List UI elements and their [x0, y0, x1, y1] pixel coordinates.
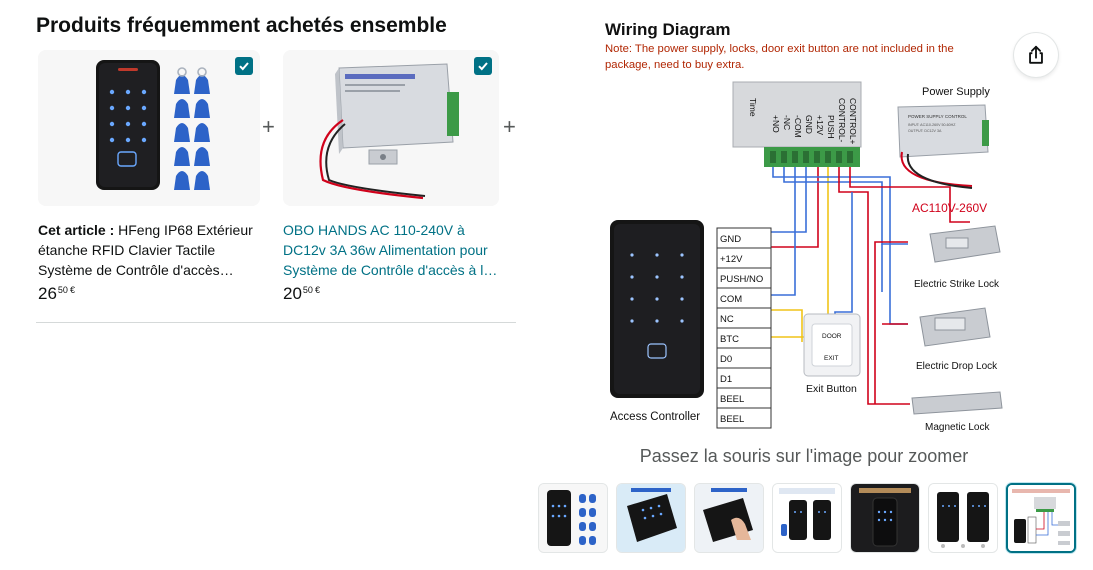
psu-box-input: INPUT: AC110-260V 50-60HZ: [908, 123, 956, 127]
terminal-nc: -NC: [782, 115, 792, 130]
electric-drop-lock-label: Electric Drop Lock: [916, 361, 998, 372]
plus-separator-1: +: [262, 114, 275, 139]
magnetic-lock-illustration: [911, 391, 1003, 415]
thumbnail-4-image: [773, 484, 841, 552]
wiring-note-line-2: package, need to buy extra.: [605, 59, 744, 71]
share-icon: [1029, 45, 1043, 64]
thumbnail-4[interactable]: [772, 483, 842, 553]
product-2-title-link[interactable]: OBO HANDS AC 110-240V à DC12v 3A 36w Ali…: [283, 222, 498, 278]
product-2-image[interactable]: [283, 50, 499, 206]
pin-d1: D1: [720, 374, 732, 385]
pin-nc: NC: [720, 314, 734, 325]
thumbnail-strip: [538, 483, 1076, 553]
power-supply-label: Power Supply: [922, 86, 990, 98]
pin-beel-2: BEEL: [720, 414, 744, 425]
exit-button-text-door: DOOR: [822, 333, 842, 340]
exit-button-label: Exit Button: [806, 383, 857, 395]
thumbnail-1[interactable]: [538, 483, 608, 553]
check-icon: [478, 62, 488, 71]
thumbnail-7-image: [1008, 485, 1074, 551]
product-1-title: Cet article : HFeng IP68 Extérieur étanc…: [38, 220, 260, 280]
pin-btc: BTC: [720, 334, 739, 345]
pin-push-no: PUSH/NO: [720, 274, 763, 285]
share-button[interactable]: [1014, 33, 1058, 77]
electric-drop-lock-illustration: [919, 307, 991, 347]
pin-gnd: GND: [720, 234, 741, 245]
product-1-title-text: HFeng IP68 Extérieur étanche RFID Clavie…: [38, 222, 253, 278]
magnetic-lock-label: Magnetic Lock: [925, 422, 990, 433]
product-2-title: OBO HANDS AC 110-240V à DC12v 3A 36w Ali…: [283, 220, 499, 280]
price-fraction: 50: [302, 285, 313, 295]
thumbnail-5[interactable]: [850, 483, 920, 553]
product-image-gallery: Wiring Diagram Note: The power supply, l…: [530, 0, 1093, 570]
pin-com: COM: [720, 294, 742, 305]
power-supply-product-illustration: [283, 50, 499, 206]
zoom-hint: Passez la souris sur l'image pour zoomer: [639, 446, 969, 466]
thumbnail-3[interactable]: [694, 483, 764, 553]
plus-separator-2: +: [503, 114, 516, 139]
access-controller-label: Access Controller: [610, 411, 700, 423]
thumbnail-7-selected[interactable]: [1006, 483, 1076, 553]
current-item-label: Cet article :: [38, 222, 119, 238]
thumbnail-2-image: [617, 484, 685, 552]
thumbnail-2[interactable]: [616, 483, 686, 553]
wiring-diagram: Wiring Diagram Note: The power supply, l…: [590, 12, 1010, 437]
product-2-checkbox[interactable]: [474, 57, 492, 75]
product-1-image[interactable]: [38, 50, 260, 206]
psu-box-title: POWER SUPPLY CONTROL: [908, 114, 967, 119]
keypad-product-illustration: [38, 50, 260, 206]
price-fraction: 50: [57, 285, 68, 295]
terminal-push: PUSH: [826, 115, 836, 139]
main-product-image[interactable]: Wiring Diagram Note: The power supply, l…: [590, 12, 1010, 437]
thumbnail-5-image: [851, 484, 919, 552]
price-currency: €: [69, 285, 75, 295]
terminal-time: Time: [748, 98, 758, 117]
price-currency: €: [314, 285, 320, 295]
check-icon: [239, 62, 249, 71]
price-whole: 26: [38, 284, 57, 303]
psu-box-output: OUTPUT: DC12V 3A: [908, 129, 942, 133]
terminal-12v: +12V: [815, 115, 825, 135]
fbt-product-2: OBO HANDS AC 110-240V à DC12v 3A 36w Ali…: [283, 50, 499, 304]
exit-button-text-exit: EXIT: [824, 355, 838, 362]
section-divider: [36, 322, 516, 323]
pin-d0: D0: [720, 354, 732, 365]
terminal-com: -COM: [793, 115, 803, 138]
terminal-no: +NO: [771, 115, 781, 133]
wiring-note-line-1: Note: The power supply, locks, door exit…: [605, 43, 954, 55]
electric-strike-lock-illustration: [929, 225, 1001, 263]
pin-beel-1: BEEL: [720, 394, 744, 405]
product-2-price: 20 50 €: [283, 284, 499, 304]
fbt-product-1: Cet article : HFeng IP68 Extérieur étanc…: [38, 50, 260, 304]
thumbnail-6-image: [929, 484, 997, 552]
electric-strike-lock-label: Electric Strike Lock: [914, 279, 1000, 290]
pin-12v: +12V: [720, 254, 743, 265]
terminal-control-minus: CONTROL-: [837, 98, 847, 143]
wiring-title: Wiring Diagram: [605, 20, 730, 39]
product-1-checkbox[interactable]: [235, 57, 253, 75]
terminal-gnd: GND: [804, 115, 814, 134]
price-whole: 20: [283, 284, 302, 303]
section-title: Produits fréquemment achetés ensemble: [36, 14, 447, 37]
thumbnail-6[interactable]: [928, 483, 998, 553]
product-1-price: 26 50 €: [38, 284, 260, 304]
frequently-bought-together: Produits fréquemment achetés ensemble: [0, 0, 530, 570]
thumbnail-3-image: [695, 484, 763, 552]
thumbnail-1-image: [539, 484, 607, 552]
terminal-control-plus: CONTROL+: [848, 98, 858, 145]
